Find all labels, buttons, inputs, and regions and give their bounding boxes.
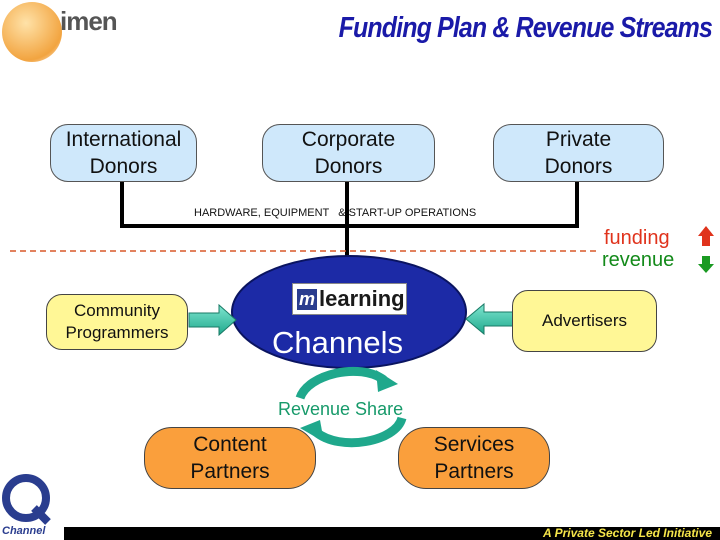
community-programmers-box: Community Programmers [46,294,188,350]
imen-logo-emblem [2,2,62,62]
revenue-share-arrow-upper [295,366,387,400]
page-title: Funding Plan & Revenue Streams [338,12,713,44]
revenue-share-label: Revenue Share [278,399,404,419]
footer-tagline: A Private Sector Led Initiative [543,526,712,540]
advertisers-to-channels-arrow [465,302,516,336]
funding-up-arrow-icon [698,226,714,246]
qchannel-logo-tail [31,505,51,525]
funding-label: funding [604,227,670,249]
hardware-label: HARDWARE, EQUIPMENT & START-UP OPERATION… [194,207,477,219]
revenue-share-arrow-lower [313,416,407,448]
corporate-donors-box: Corporate Donors [262,124,435,182]
revenue-share-arrowhead-lower [300,420,324,442]
private-donors-box: Private Donors [493,124,664,182]
community-to-channels-arrow [188,303,237,337]
revenue-share-arrowhead-upper [376,370,398,392]
channels-label: Channels [272,325,403,360]
revenue-down-arrow-icon [698,256,714,273]
footer-bar [64,527,720,540]
mlearning-logo-text: learning [319,286,405,311]
advertisers-box: Advertisers [512,290,657,352]
international-donors-box: International Donors [50,124,197,182]
donor-connector-line [120,180,579,228]
mlearning-m-icon: m [297,288,318,310]
revenue-label: revenue [602,249,675,271]
imen-logo-text: imen [60,6,118,36]
qchannel-logo-icon [2,474,50,522]
content-partners-box: Content Partners [144,427,316,489]
services-partners-box: Services Partners [398,427,550,489]
qchannel-logo-text: Channel [2,525,46,537]
